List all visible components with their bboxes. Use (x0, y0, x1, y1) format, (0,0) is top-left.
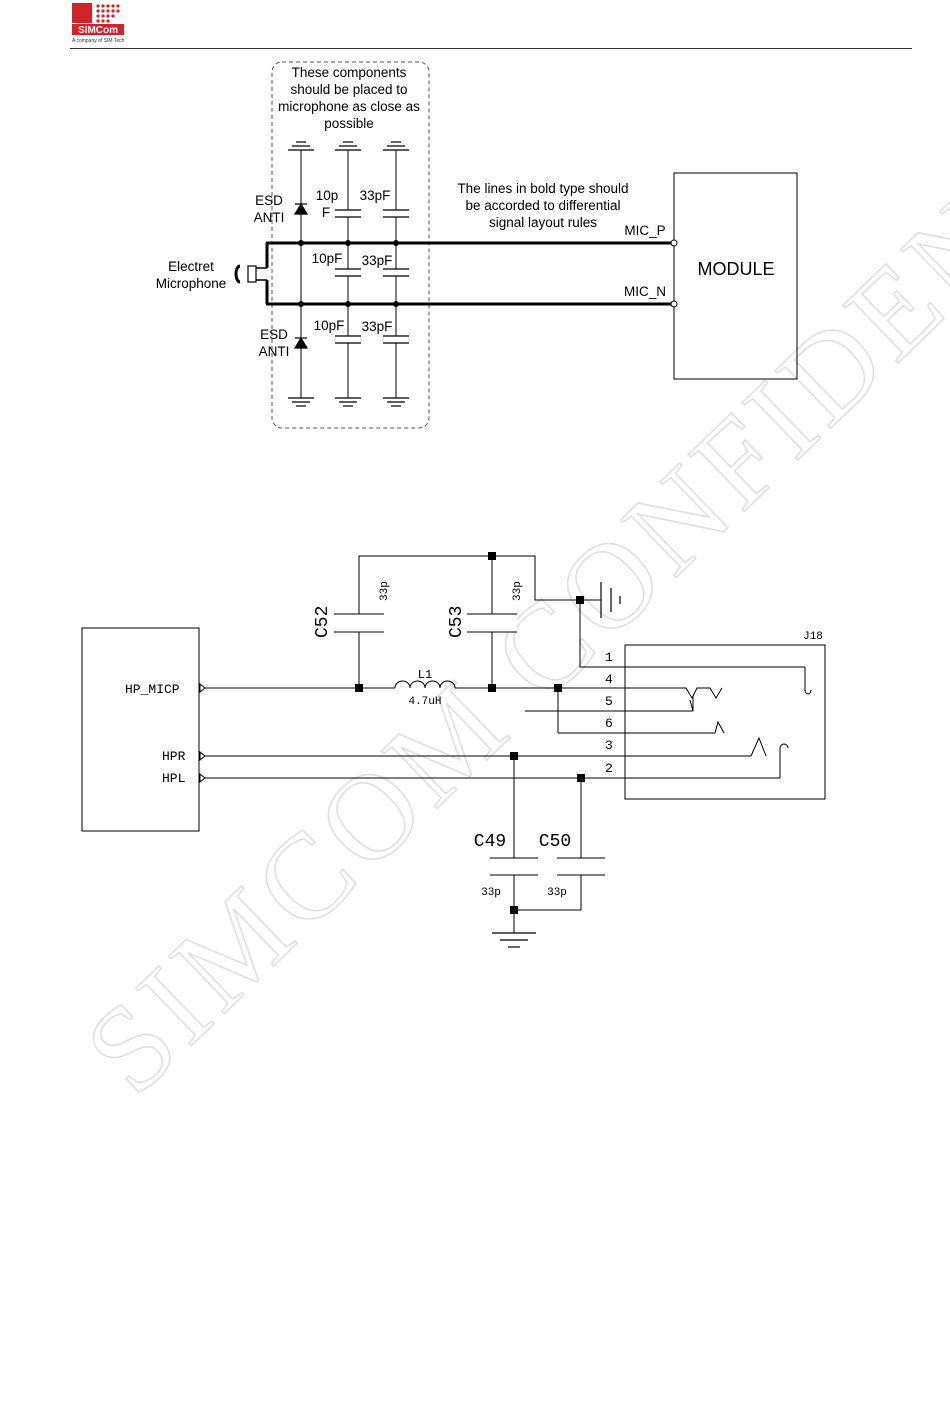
cap-label: 33pF (360, 188, 391, 203)
headset-module-box (81, 627, 200, 832)
j18-connector (624, 644, 826, 800)
l1-label: L1 (418, 668, 432, 682)
jack-contact (689, 696, 694, 712)
jack-pin-5: 5 (605, 694, 613, 709)
pin-label-hp-micp: HP_MICP (125, 682, 180, 697)
inductor-icon (394, 680, 456, 689)
ground-icon (600, 582, 621, 618)
c50-value: 33p (547, 887, 567, 899)
jack-contact (804, 667, 812, 695)
cap-label: 10p (316, 188, 339, 203)
placement-note-line: These components (292, 65, 407, 80)
esd-top-label: ESD (255, 193, 283, 208)
ground-icon (383, 397, 409, 407)
watermark: SIMCOM CONFIDENTIAL FILE (59, 0, 950, 1120)
simcom-logo: SIMCom A company of SIM Tech (72, 3, 125, 44)
bold-lines-note-line: be accorded to differential (465, 198, 620, 213)
jack-pin-6: 6 (605, 716, 613, 731)
esd-diode-icon (293, 336, 309, 349)
jack-contact (714, 720, 725, 734)
jack-contact (658, 687, 723, 700)
ground-icon (335, 141, 361, 151)
jack-contact (750, 736, 767, 757)
capacitor-symbols (335, 209, 409, 344)
jack-pin-2: 2 (605, 761, 613, 776)
ground-icon (492, 932, 536, 948)
ground-icon (288, 397, 314, 407)
esd-bottom-label: ANTI (259, 344, 290, 359)
c52-value: 33p (379, 581, 391, 601)
esd-top-label: ANTI (254, 210, 285, 225)
bold-lines-note-line: signal layout rules (489, 215, 597, 230)
c49-value: 33p (481, 887, 501, 899)
mic-label-line: Electret (168, 259, 214, 274)
headset-circuit-labels: HP_MICP HPR HPL C52 33p C53 33p L1 4.7uH… (125, 581, 823, 899)
c52-label: C52 (313, 606, 333, 638)
cap-label: F (322, 205, 330, 220)
jack-pin-1: 1 (605, 650, 613, 665)
cap-label: 10pF (314, 318, 345, 333)
c53-value: 33p (512, 581, 524, 601)
bold-lines-note-line: The lines in bold type should (457, 181, 628, 196)
net-label-mic-n: MIC_N (624, 284, 666, 299)
esd-diode-icon (293, 202, 309, 215)
pin-marker (199, 772, 206, 784)
mic-circuit-labels: These components should be placed to mic… (156, 65, 775, 359)
j18-label: J18 (803, 631, 823, 643)
pin-marker (199, 682, 206, 694)
l1-value: 4.7uH (408, 696, 441, 708)
c49-label: C49 (474, 832, 506, 852)
ground-icon (383, 141, 409, 151)
pin-label-hpl: HPL (162, 771, 185, 786)
junction-squares (355, 552, 585, 914)
mic-p-pin (670, 239, 678, 247)
logo-tagline: A company of SIM Tech (72, 38, 125, 44)
module-label: MODULE (697, 259, 774, 279)
microphone-icon (234, 264, 267, 284)
esd-bottom-label: ESD (260, 327, 288, 342)
logo-text: SIMCom (78, 25, 118, 36)
placement-note-line: should be placed to (290, 82, 407, 97)
mic-circuit-diagram (234, 61, 798, 429)
pin-marker (199, 750, 206, 762)
cap-label: 33pF (362, 253, 393, 268)
ground-icon (288, 141, 314, 151)
placement-note-line: microphone as close as (278, 99, 420, 114)
ground-icon (335, 397, 361, 407)
watermark-text: SIMCOM CONFIDENTIAL FILE (60, 0, 950, 1119)
net-label-mic-p: MIC_P (624, 223, 665, 238)
c53-label: C53 (447, 606, 467, 638)
placement-note-line: possible (324, 116, 374, 131)
cap-label: 10pF (312, 251, 343, 266)
mic-n-pin (670, 300, 678, 308)
c50-label: C50 (539, 832, 571, 852)
jack-contact (779, 743, 789, 778)
cap-label: 33pF (362, 319, 393, 334)
module-box (673, 172, 798, 380)
placement-zone (271, 61, 430, 429)
junction-dots (298, 240, 399, 307)
jack-pin-3: 3 (605, 738, 613, 753)
mic-label-line: Microphone (156, 276, 227, 291)
jack-pin-4: 4 (605, 672, 613, 687)
headset-circuit-diagram (81, 555, 826, 948)
pin-label-hpr: HPR (162, 749, 186, 764)
